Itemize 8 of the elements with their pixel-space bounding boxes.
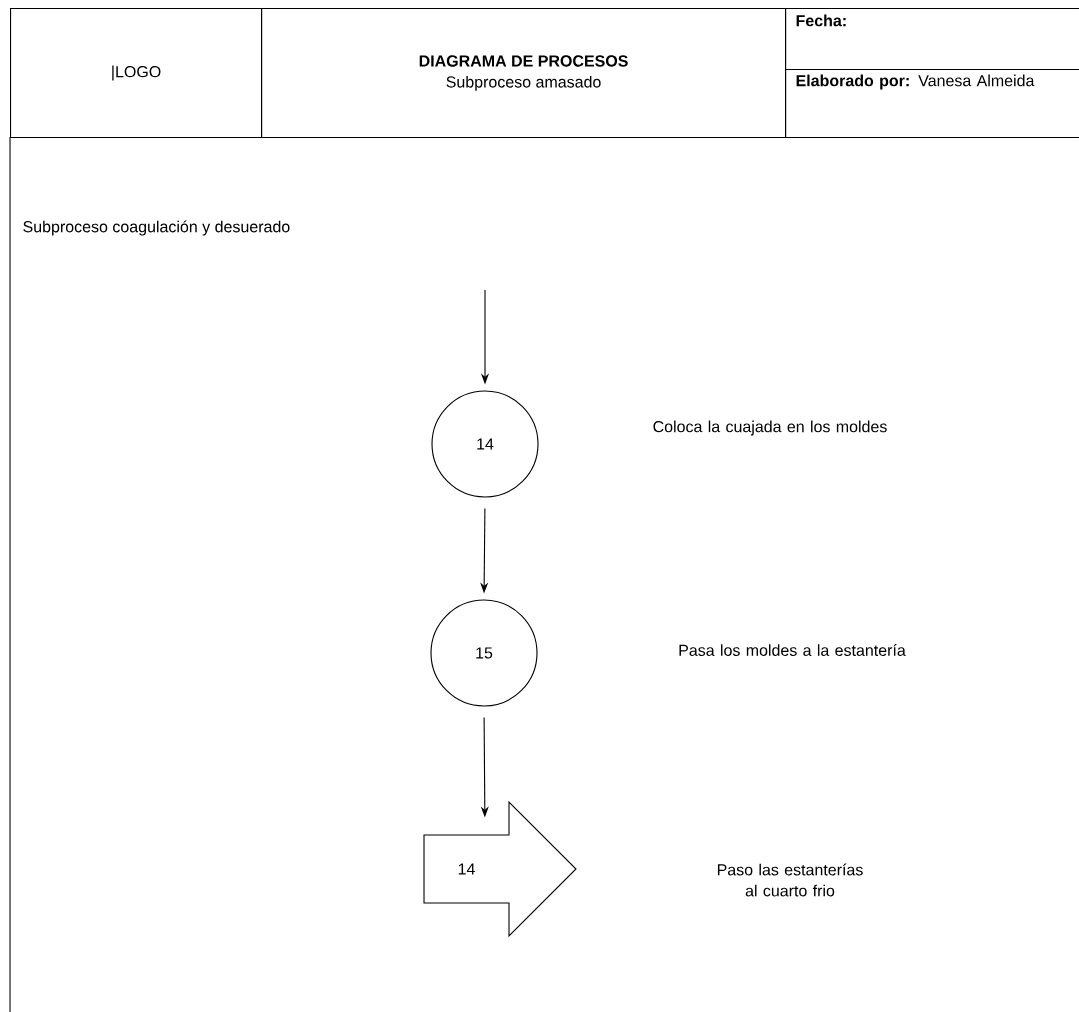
step-description: Paso las estanterías al cuarto frio: [717, 863, 863, 897]
header-cell: DIAGRAMA DE PROCESOS Subproceso amasado: [261, 8, 787, 139]
header-cell: |LOGO: [10, 8, 263, 139]
section-heading: Subproceso coagulación y desuerado: [23, 220, 290, 236]
step-description: Pasa los moldes a la estantería: [679, 644, 906, 656]
header-cell: Fecha:: [785, 8, 1079, 71]
step-description: Coloca la cuajada en los moldes: [653, 420, 887, 436]
header-cell: Elaborado por: Vanesa Almeida: [785, 69, 1079, 139]
